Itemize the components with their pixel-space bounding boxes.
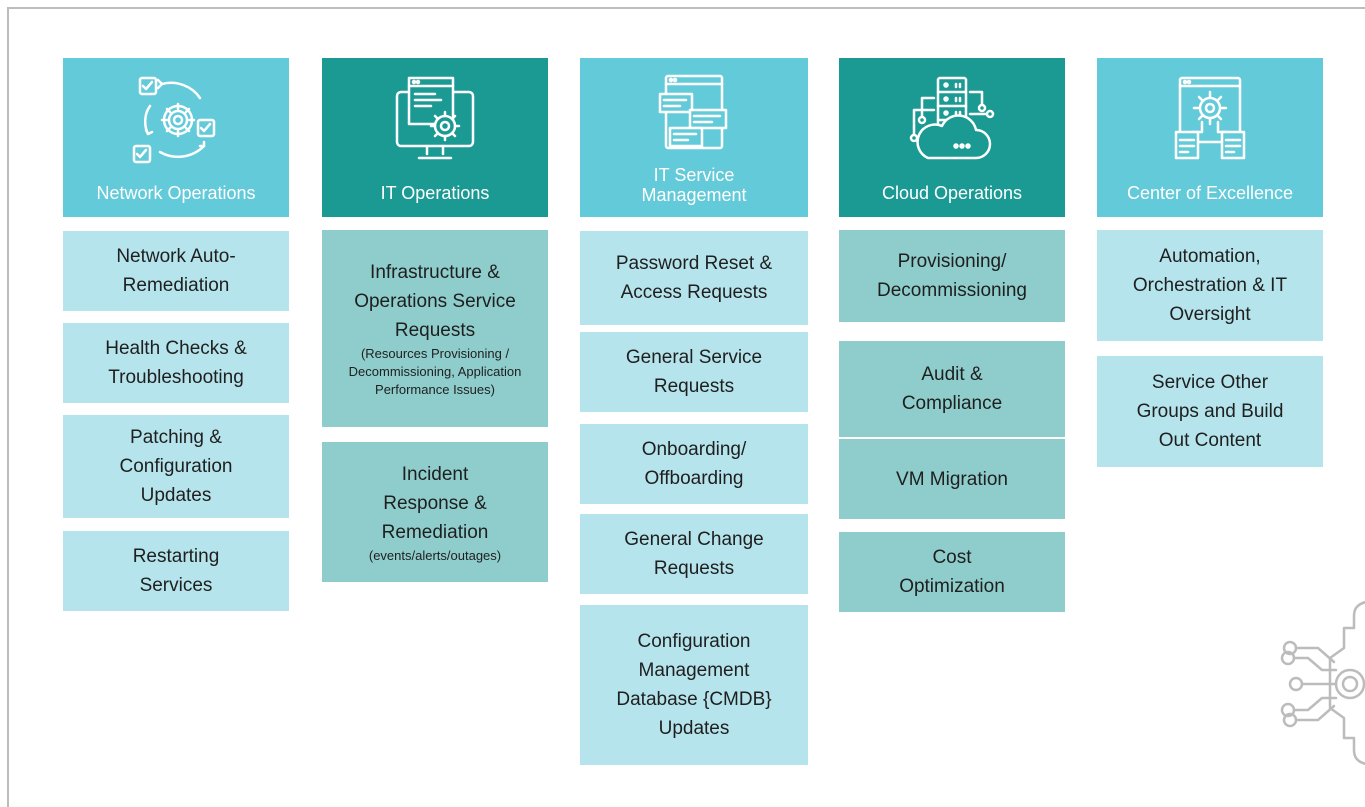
automation-cycle-icon bbox=[132, 76, 216, 164]
header-title: Cloud Operations bbox=[881, 183, 1023, 203]
column-network-operations: Network Operations Network Auto-Remediat… bbox=[63, 58, 289, 618]
circuit-icon bbox=[1280, 600, 1365, 766]
card-vm-migration: VM Migration bbox=[839, 439, 1065, 519]
column-it-service-management: IT Service Management Password Reset & A… bbox=[580, 58, 808, 768]
slide-frame bbox=[7, 7, 1365, 807]
header-center-of-excellence: Center of Excellence bbox=[1097, 58, 1323, 217]
card-note: (events/alerts/outages) bbox=[368, 547, 502, 563]
card-label: General Service Requests bbox=[625, 347, 763, 397]
card-label: Health Checks & Troubleshooting bbox=[105, 338, 247, 388]
column-center-of-excellence: Center of Excellence Automation, Orchest… bbox=[1097, 58, 1323, 468]
card-password-reset: Password Reset & Access Requests bbox=[580, 231, 808, 325]
card-label: Restarting Services bbox=[132, 546, 220, 596]
header-it-service-management: IT Service Management bbox=[580, 58, 808, 217]
card-service-other-groups: Service Other Groups and Build Out Conte… bbox=[1097, 356, 1323, 467]
card-label: VM Migration bbox=[896, 468, 1008, 490]
card-general-change-requests: General Change Requests bbox=[580, 514, 808, 594]
card-audit-compliance: Audit & Compliance bbox=[839, 341, 1065, 437]
card-label: Configuration Management Database {CMDB}… bbox=[616, 631, 772, 739]
card-cmdb-updates: Configuration Management Database {CMDB}… bbox=[580, 605, 808, 765]
card-health-checks: Health Checks & Troubleshooting bbox=[63, 323, 289, 403]
card-network-auto-remediation: Network Auto-Remediation bbox=[63, 231, 289, 311]
card-patching: Patching & Configuration Updates bbox=[63, 415, 289, 518]
card-label: Patching & Configuration Updates bbox=[119, 427, 233, 506]
column-it-operations: IT Operations Infrastructure & Operation… bbox=[322, 58, 548, 588]
card-infrastructure-requests: Infrastructure & Operations Service Requ… bbox=[322, 230, 548, 427]
card-label: Incident Response & Remediation bbox=[381, 463, 489, 543]
card-label: Service Other Groups and Build Out Conte… bbox=[1136, 372, 1284, 451]
card-automation-orchestration: Automation, Orchestration & IT Oversight bbox=[1097, 230, 1323, 341]
card-label: Audit & Compliance bbox=[901, 364, 1003, 414]
window-gear-icon bbox=[1174, 76, 1246, 160]
header-title: IT Operations bbox=[380, 183, 490, 203]
chat-window-icon bbox=[658, 74, 728, 150]
card-label: Onboarding/ Offboarding bbox=[641, 439, 747, 489]
header-title: Center of Excellence bbox=[1126, 183, 1294, 203]
card-cost-optimization: Cost Optimization bbox=[839, 532, 1065, 612]
card-general-service-requests: General Service Requests bbox=[580, 332, 808, 412]
card-label: Password Reset & Access Requests bbox=[615, 253, 773, 303]
card-label: Network Auto-Remediation bbox=[116, 246, 236, 296]
column-cloud-operations: Cloud Operations Provisioning/ Decommiss… bbox=[839, 58, 1065, 618]
cloud-server-icon bbox=[909, 76, 995, 160]
card-label: Provisioning/ Decommissioning bbox=[877, 251, 1027, 301]
card-label: Automation, Orchestration & IT Oversight bbox=[1132, 246, 1288, 325]
monitor-gear-icon bbox=[395, 76, 475, 160]
header-title: IT Service Management bbox=[641, 165, 747, 205]
card-restarting-services: Restarting Services bbox=[63, 531, 289, 611]
header-cloud-operations: Cloud Operations bbox=[839, 58, 1065, 217]
header-it-operations: IT Operations bbox=[322, 58, 548, 217]
header-network-operations: Network Operations bbox=[63, 58, 289, 217]
card-incident-response: Incident Response & Remediation (events/… bbox=[322, 442, 548, 582]
card-note: (Resources Provisioning / Decommissionin… bbox=[348, 346, 522, 397]
card-onboarding: Onboarding/ Offboarding bbox=[580, 424, 808, 504]
card-label: General Change Requests bbox=[624, 529, 764, 579]
header-title: Network Operations bbox=[96, 183, 256, 203]
card-label: Infrastructure & Operations Service Requ… bbox=[354, 262, 516, 341]
card-label: Cost Optimization bbox=[899, 547, 1005, 597]
card-provisioning: Provisioning/ Decommissioning bbox=[839, 230, 1065, 322]
